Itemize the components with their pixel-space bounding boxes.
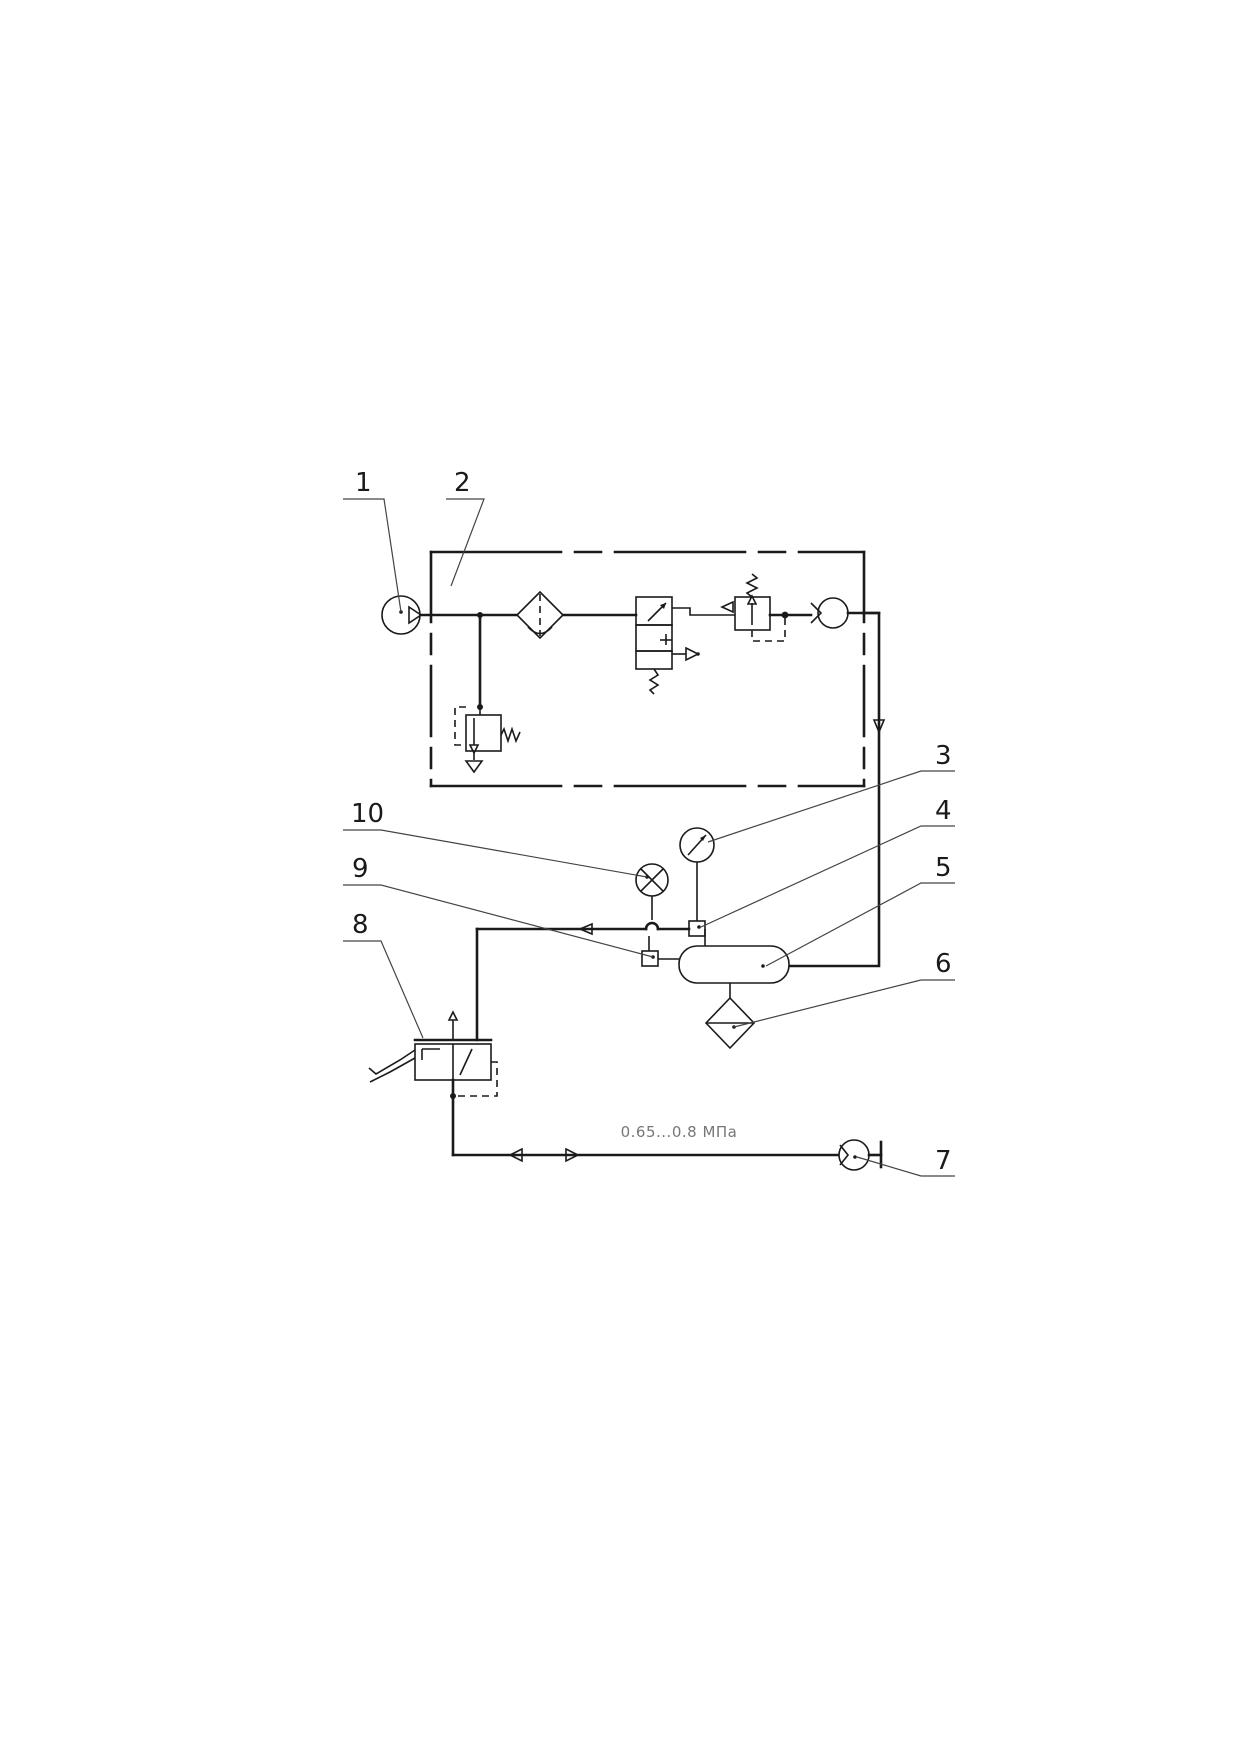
directional-valve-unloader (635, 596, 735, 695)
delivery-line: 0.65...0.8 МПа (451, 1123, 840, 1163)
callout-numbers: 1 2 3 4 5 6 7 8 9 10 (351, 468, 952, 1176)
safety-relief-valve (454, 706, 521, 774)
manual-control-valve (368, 1010, 498, 1157)
pressure-gauge (679, 827, 715, 921)
indicator-lamp (635, 863, 669, 920)
callout-5: 5 (935, 853, 952, 883)
tee-connector (688, 920, 706, 946)
callout-10: 10 (351, 799, 384, 829)
pressure-label: 0.65...0.8 МПа (621, 1123, 738, 1141)
outlet-line (475, 921, 691, 1042)
callout-7: 7 (935, 1146, 952, 1176)
callout-4: 4 (935, 796, 952, 826)
condensate-drain (704, 983, 756, 1050)
supply-line-to-receiver (786, 611, 886, 968)
callout-6: 6 (935, 949, 952, 979)
callout-8: 8 (352, 910, 369, 940)
air-receiver (678, 945, 790, 984)
callout-2: 2 (454, 468, 471, 498)
pressure-regulator (720, 573, 813, 642)
consumer-quick-coupling (838, 1139, 883, 1171)
callout-9: 9 (352, 854, 369, 884)
leader-lines (343, 498, 955, 1177)
pressure-line-upper (419, 612, 638, 710)
pressure-switch (641, 936, 679, 967)
callout-3: 3 (935, 741, 952, 771)
compressor-unit-boundary (429, 550, 866, 788)
compressor-motor (381, 595, 423, 635)
callout-1: 1 (355, 468, 372, 498)
inline-filter-symbol (515, 590, 565, 640)
